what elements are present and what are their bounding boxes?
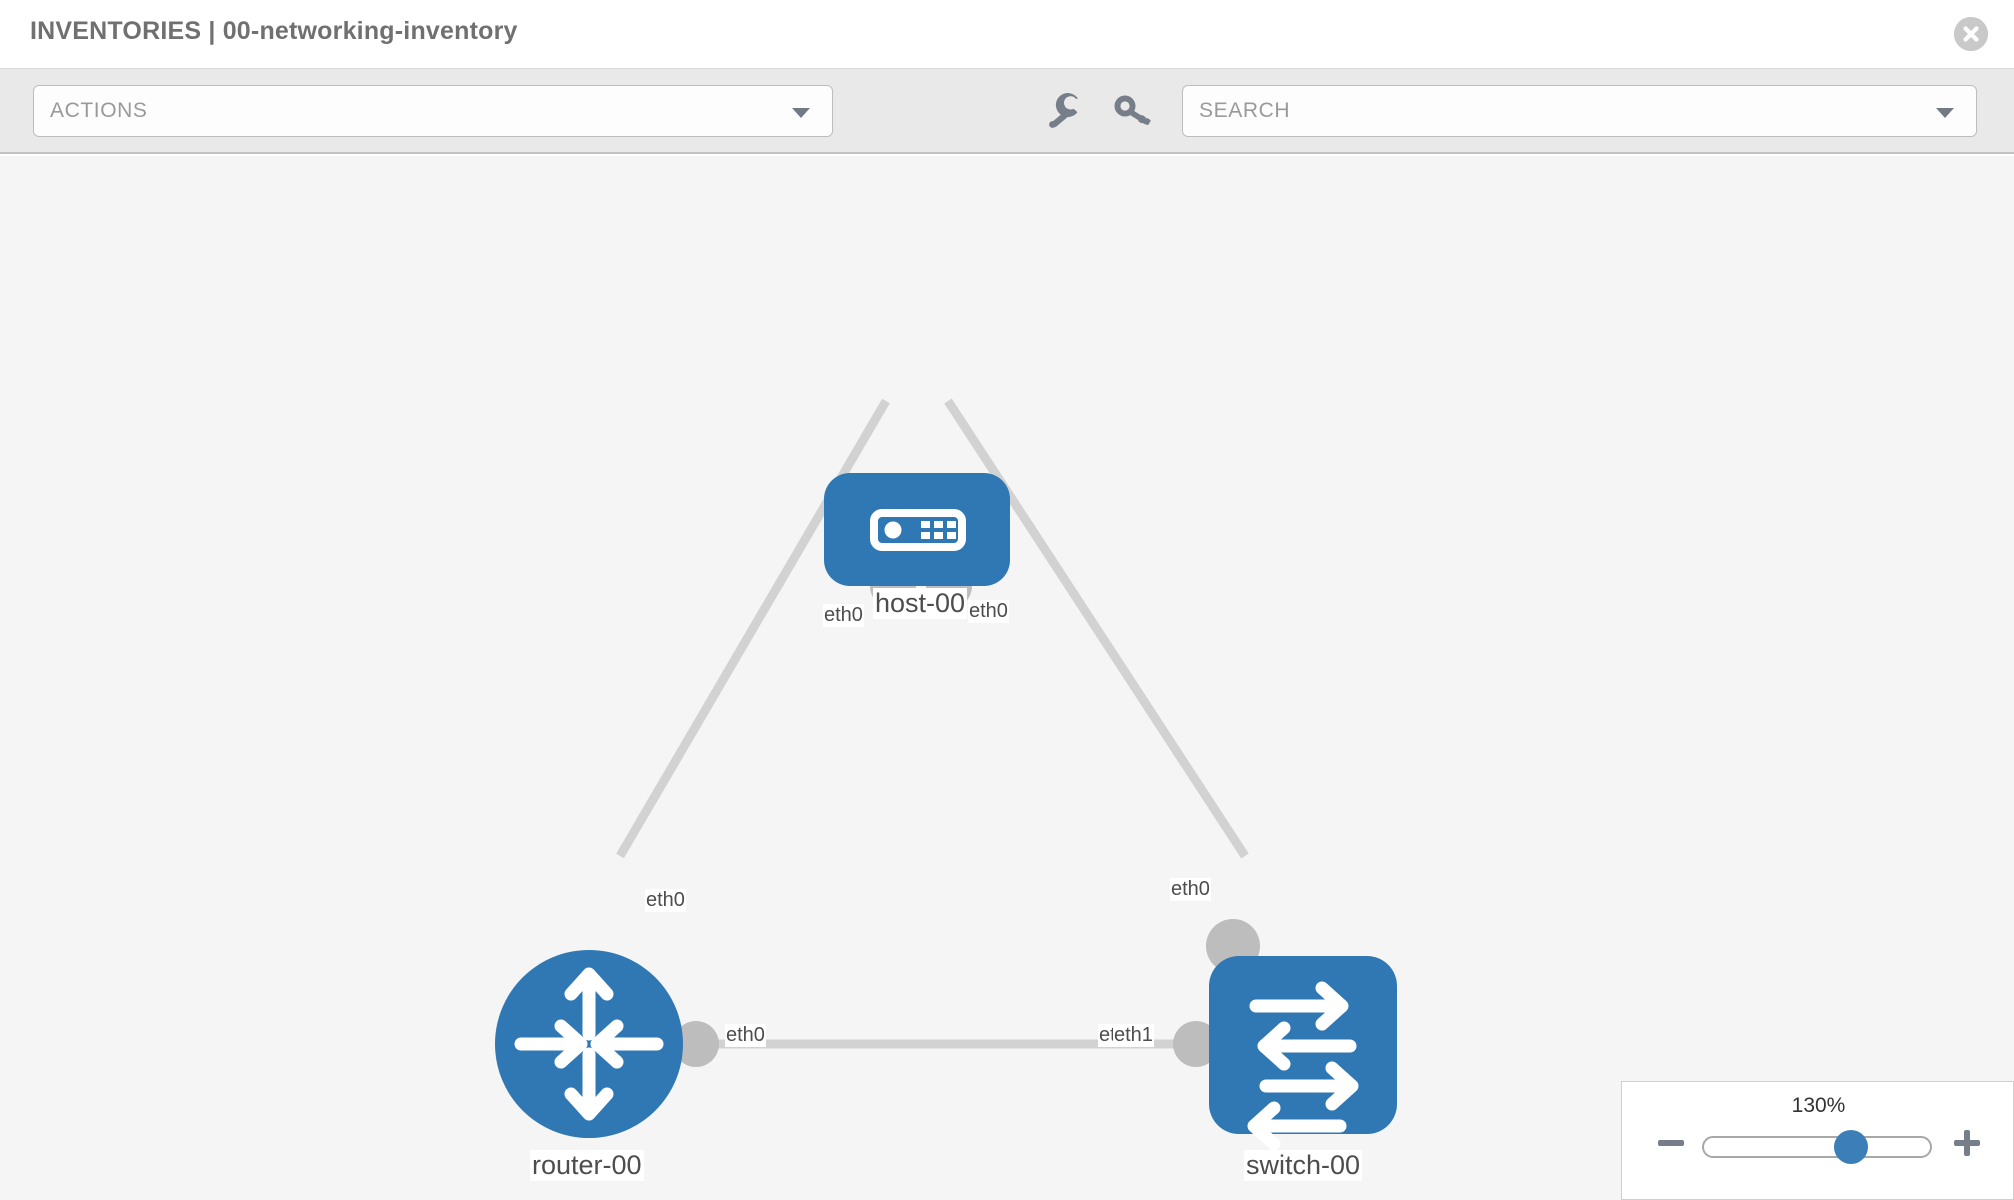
actions-dropdown-label: ACTIONS [50,99,148,122]
topology-connectors [673,563,1260,1067]
search-input[interactable]: SEARCH [1182,85,1977,137]
plus-icon[interactable] [1952,1128,1982,1158]
connector-router00-right[interactable] [673,1021,719,1067]
link-host00-router00[interactable] [616,398,890,859]
port-label-switch00-up: eth0 [1170,878,1211,901]
close-button[interactable] [1954,17,1988,51]
page-title: INVENTORIES | 00-networking-inventory [30,17,518,45]
wrench-icon[interactable] [1043,90,1087,134]
zoom-slider-thumb[interactable] [1834,1130,1868,1164]
chevron-down-icon [792,108,810,118]
page-header: INVENTORIES | 00-networking-inventory [0,0,2014,69]
server-icon [870,509,966,551]
chevron-down-icon[interactable] [1936,108,1954,118]
node-label-switch-00: switch-00 [1244,1150,1363,1182]
minus-icon[interactable] [1656,1128,1686,1158]
node-label-host-00: host-00 [873,588,968,620]
zoom-control-panel: 130% [1621,1081,2014,1200]
port-label-switch00-left-b: eth1 [1113,1024,1154,1047]
topology-canvas[interactable]: host-00 router-00 switch-00 eth0 eth0 et… [0,156,2014,1200]
key-icon[interactable] [1110,90,1154,134]
node-router-00[interactable] [495,950,683,1138]
close-circle-icon [1954,17,1988,51]
node-label-router-00: router-00 [530,1150,644,1182]
switch-arrows-icon [1247,981,1359,1151]
actions-dropdown[interactable]: ACTIONS [33,85,833,137]
router-arrows-icon [514,967,664,1121]
zoom-level-value: 130% [1791,1094,1846,1117]
node-host-00[interactable] [824,473,1010,586]
search-placeholder: SEARCH [1199,99,1291,122]
port-label-host00-right: eth0 [968,600,1009,623]
port-label-host00-left: eth0 [823,604,864,627]
link-host00-switch00[interactable] [944,398,1249,859]
connector-switch00-left[interactable] [1173,1021,1219,1067]
zoom-slider-track[interactable] [1702,1136,1932,1158]
node-switch-00[interactable] [1209,956,1397,1151]
port-label-router00-up: eth0 [645,889,686,912]
port-label-router00-right: eth0 [725,1024,766,1047]
topology-graph [495,398,1397,1151]
